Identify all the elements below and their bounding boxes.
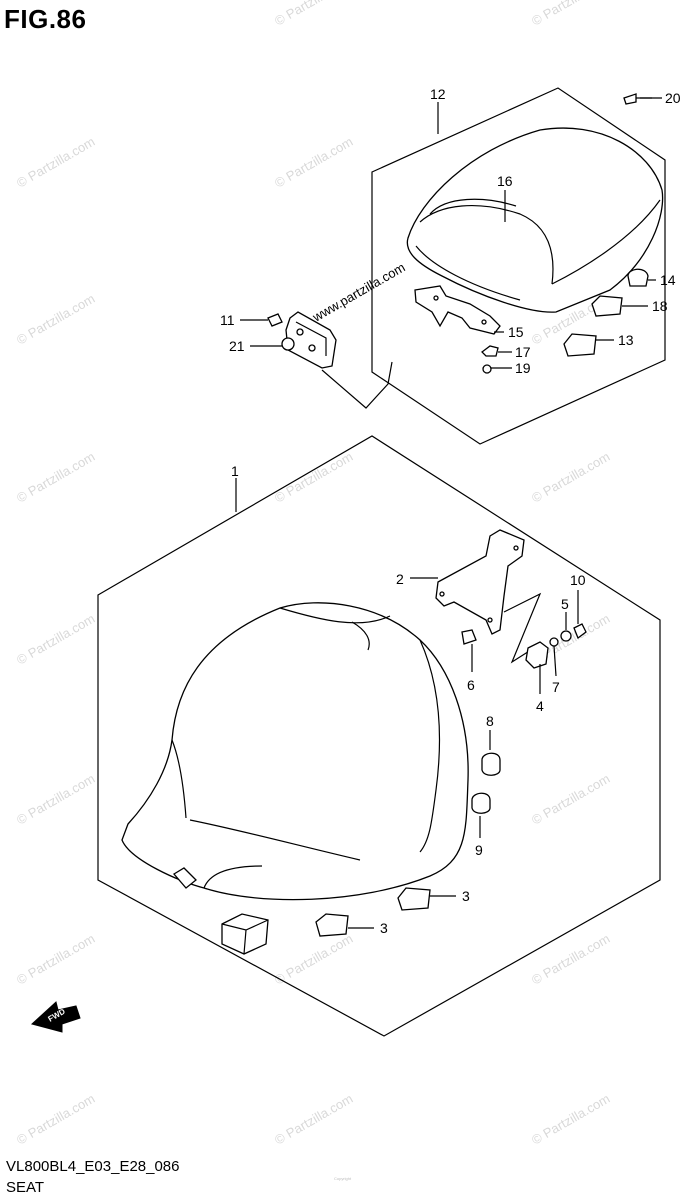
diagram-code: VL800BL4_E03_E28_086 bbox=[6, 1158, 180, 1175]
callout-4: 4 bbox=[536, 698, 544, 714]
copyright-small: Copyright bbox=[334, 1176, 352, 1181]
watermark: © Partzilla.com bbox=[529, 449, 612, 506]
callout-1: 1 bbox=[231, 463, 239, 479]
watermark: © Partzilla.com bbox=[529, 771, 612, 828]
partzilla-url-overlay: www.partzilla.com bbox=[309, 260, 407, 326]
callout-9: 9 bbox=[475, 842, 483, 858]
callout-6: 6 bbox=[467, 677, 475, 693]
cushion-part-14 bbox=[627, 268, 649, 287]
callout-10: 10 bbox=[570, 572, 586, 588]
watermark: © Partzilla.com bbox=[14, 449, 97, 506]
collar-part-7 bbox=[549, 637, 559, 647]
callout-13: 13 bbox=[618, 332, 634, 348]
callout-17: 17 bbox=[515, 344, 531, 360]
callout-8: 8 bbox=[486, 713, 494, 729]
watermark: © Partzilla.com bbox=[14, 611, 97, 668]
watermark: © Partzilla.com bbox=[529, 931, 612, 988]
cushion-part-9 bbox=[471, 792, 491, 814]
leader-lines-upper bbox=[240, 97, 662, 369]
screw-part-20 bbox=[623, 93, 652, 105]
fwd-arrow-icon: FWD bbox=[30, 1001, 81, 1033]
callout-21: 21 bbox=[229, 338, 245, 354]
callout-20: 20 bbox=[665, 90, 681, 106]
callout-11: 11 bbox=[220, 312, 235, 328]
figure-title: FIG.86 bbox=[4, 4, 87, 34]
watermark: © Partzilla.com bbox=[272, 134, 355, 191]
washer-part-17 bbox=[481, 345, 499, 357]
watermark: © Partzilla.com bbox=[272, 1091, 355, 1148]
callout-7: 7 bbox=[552, 679, 560, 695]
bolt-part-11 bbox=[267, 313, 283, 327]
callout-16: 16 bbox=[497, 173, 513, 189]
cushion-part-8 bbox=[481, 752, 501, 776]
callout-2: 2 bbox=[396, 571, 404, 587]
watermark: © Partzilla.com bbox=[272, 449, 355, 506]
rear-seat-part-16 bbox=[406, 127, 664, 313]
watermark: © Partzilla.com bbox=[529, 0, 612, 29]
hook-part-21 bbox=[281, 311, 337, 369]
watermark: © Partzilla.com bbox=[14, 291, 97, 348]
zigzag-connector bbox=[503, 592, 542, 664]
cushion-part-13 bbox=[563, 333, 597, 357]
rear-seat-group-outline bbox=[371, 87, 666, 445]
callout-15: 15 bbox=[508, 324, 524, 340]
cushion-part-18 bbox=[591, 295, 623, 317]
callout-19: 19 bbox=[515, 360, 531, 376]
watermark: © Partzilla.com bbox=[14, 134, 97, 191]
callout-3b: 3 bbox=[380, 920, 388, 936]
assembly-connector-line bbox=[321, 361, 393, 409]
front-seat-part-1 bbox=[121, 602, 469, 901]
callout-14: 14 bbox=[660, 272, 676, 288]
callout-12: 12 bbox=[430, 86, 446, 102]
watermark: © Partzilla.com bbox=[272, 0, 355, 29]
callout-5: 5 bbox=[561, 596, 569, 612]
cushion-part-3a bbox=[397, 887, 431, 911]
washer-part-5 bbox=[560, 630, 572, 642]
watermark: © Partzilla.com bbox=[14, 931, 97, 988]
leader-lines-lower bbox=[235, 478, 579, 929]
watermark: © Partzilla.com bbox=[529, 1091, 612, 1148]
callout-3a: 3 bbox=[462, 888, 470, 904]
cushion-part-6 bbox=[461, 629, 477, 645]
callout-18: 18 bbox=[652, 298, 668, 314]
callout-numbers: 1 2 3 3 4 5 6 7 8 9 10 11 12 13 14 15 16… bbox=[220, 86, 681, 936]
label-box bbox=[221, 913, 269, 955]
bracket-part-2 bbox=[435, 529, 525, 635]
section-name: SEAT bbox=[6, 1179, 45, 1196]
nut-part-19 bbox=[482, 364, 492, 374]
watermark: © Partzilla.com bbox=[272, 931, 355, 988]
cushion-part-3b bbox=[315, 913, 349, 937]
watermark: © Partzilla.com bbox=[14, 771, 97, 828]
watermark: © Partzilla.com bbox=[14, 1091, 97, 1148]
front-seat-group-outline bbox=[97, 435, 661, 1037]
nut-part-10 bbox=[573, 623, 587, 640]
clip-part-4 bbox=[525, 641, 549, 669]
